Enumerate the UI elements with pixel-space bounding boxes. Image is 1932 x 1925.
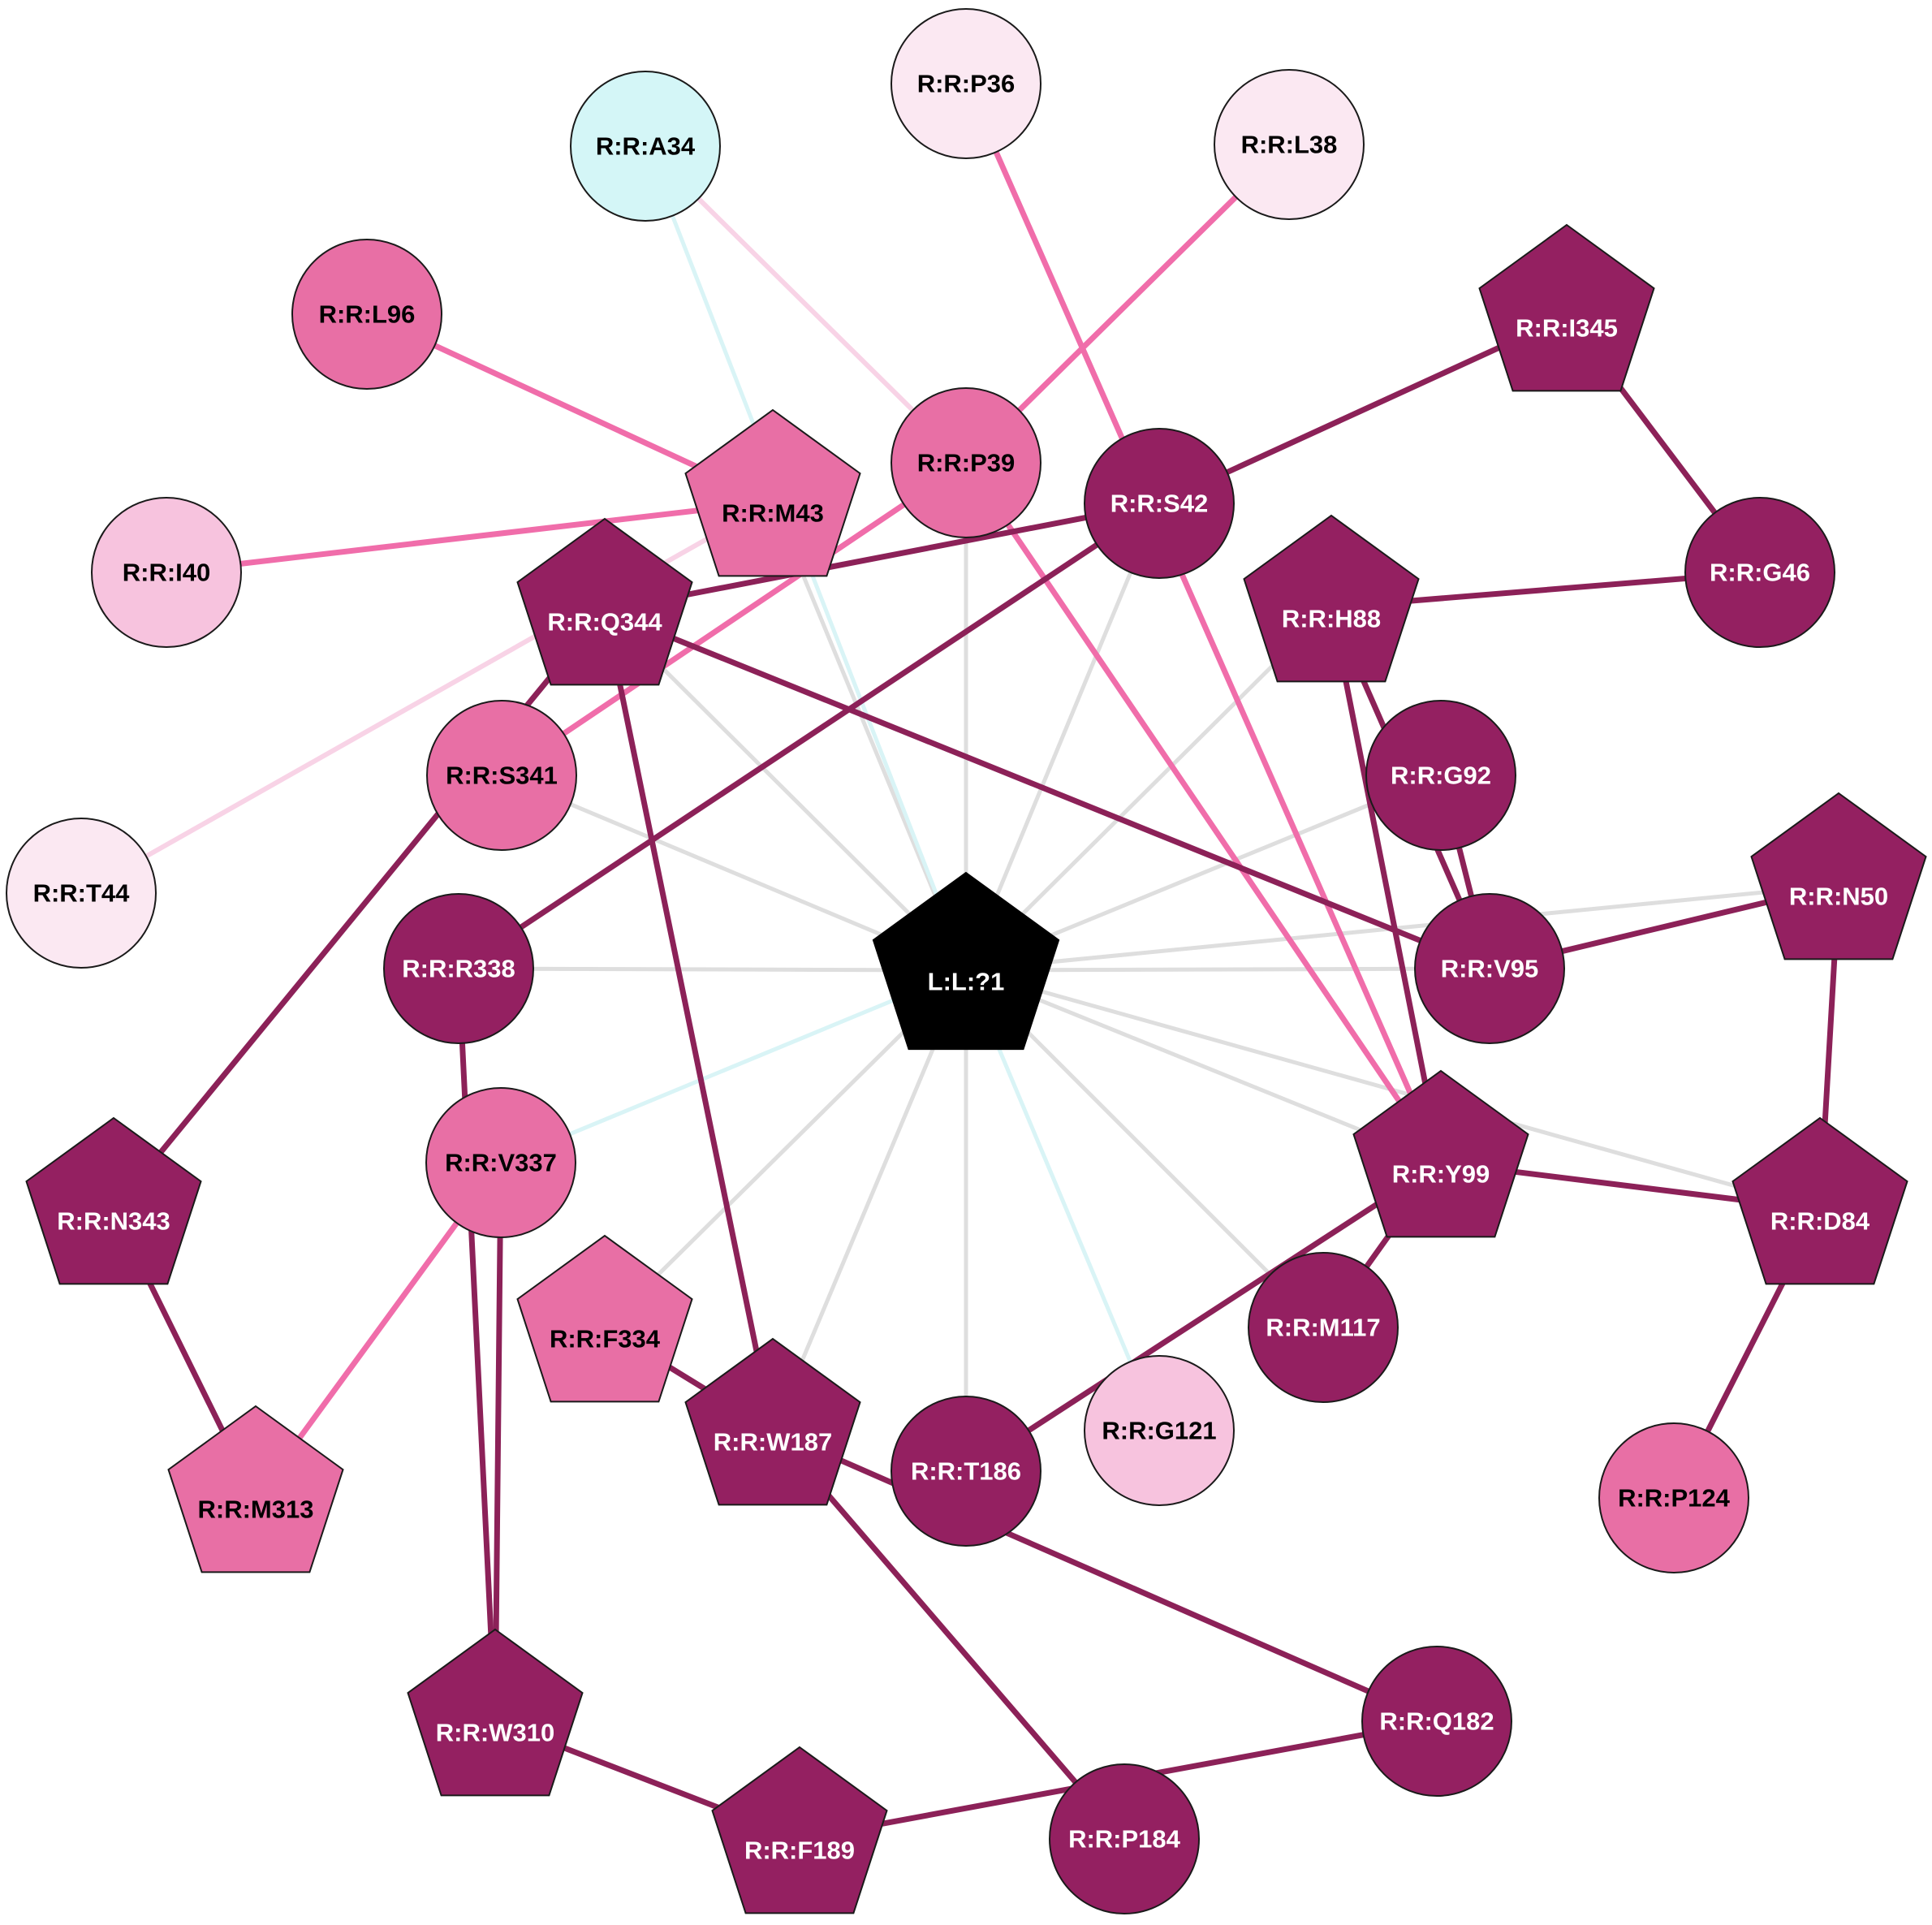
node-r-r-p184[interactable]: R:R:P184 — [1049, 1763, 1200, 1914]
edge-r-r-q344-r-r-w187 — [602, 607, 776, 1434]
node-shape-r-r-a34 — [570, 71, 721, 222]
edge-r-r-l38-r-r-p39 — [963, 141, 1292, 466]
node-r-r-p36[interactable]: R:R:P36 — [891, 8, 1041, 159]
node-r-r-n343[interactable]: R:R:N343 — [25, 1116, 202, 1285]
node-shape-r-r-l38 — [1214, 69, 1365, 220]
node-r-r-t186[interactable]: R:R:T186 — [891, 1396, 1041, 1547]
node-shape-r-r-w310 — [407, 1628, 584, 1797]
node-r-r-g121[interactable]: R:R:G121 — [1084, 1355, 1235, 1506]
node-r-r-a34[interactable]: R:R:A34 — [570, 71, 721, 222]
node-r-r-p39[interactable]: R:R:P39 — [891, 387, 1041, 538]
node-r-r-g46[interactable]: R:R:G46 — [1684, 497, 1835, 648]
edge-l-l-1-r-r-r338 — [456, 966, 968, 973]
node-shape-r-r-q344 — [516, 517, 693, 686]
node-r-r-w310[interactable]: R:R:W310 — [407, 1628, 584, 1797]
node-r-r-f189[interactable]: R:R:F189 — [711, 1746, 888, 1914]
node-r-r-p124[interactable]: R:R:P124 — [1598, 1422, 1749, 1573]
node-shape-r-r-f189 — [711, 1746, 888, 1914]
node-shape-r-r-p36 — [891, 8, 1041, 159]
edge-r-r-w187-r-r-p184 — [770, 1427, 1128, 1842]
node-shape-r-r-y99 — [1352, 1069, 1529, 1238]
node-r-r-q344[interactable]: R:R:Q344 — [516, 517, 693, 686]
node-r-r-l38[interactable]: R:R:L38 — [1214, 69, 1365, 220]
node-r-r-h88[interactable]: R:R:H88 — [1243, 514, 1420, 683]
edge-r-r-r338-r-r-w310 — [455, 965, 498, 1724]
node-shape-r-r-t44 — [6, 818, 157, 969]
node-shape-r-r-r338 — [383, 893, 534, 1044]
node-shape-r-r-m313 — [167, 1405, 344, 1573]
node-r-r-s42[interactable]: R:R:S42 — [1084, 428, 1235, 579]
node-r-r-n50[interactable]: R:R:N50 — [1750, 792, 1927, 960]
edge-l-l-1-r-r-n50 — [964, 883, 1841, 973]
node-shape-r-r-i40 — [91, 497, 242, 648]
node-r-r-m313[interactable]: R:R:M313 — [167, 1405, 344, 1573]
node-shape-r-r-f334 — [516, 1234, 693, 1403]
node-shape-r-r-h88 — [1243, 514, 1420, 683]
node-r-r-i345[interactable]: R:R:I345 — [1478, 223, 1655, 392]
node-shape-r-r-w187 — [684, 1337, 861, 1506]
node-r-r-d84[interactable]: R:R:D84 — [1731, 1116, 1908, 1285]
node-shape-r-r-m43 — [684, 408, 861, 577]
node-r-r-m117[interactable]: R:R:M117 — [1248, 1252, 1399, 1403]
node-r-r-v337[interactable]: R:R:V337 — [425, 1087, 576, 1238]
edge-r-r-p39-r-r-s341 — [498, 460, 969, 779]
node-shape-r-r-p39 — [891, 387, 1041, 538]
node-shape-l-l-1 — [872, 871, 1060, 1051]
node-r-r-i40[interactable]: R:R:I40 — [91, 497, 242, 648]
edge-r-r-w187-r-r-q182 — [770, 1427, 1440, 1724]
node-shape-r-r-q182 — [1361, 1646, 1512, 1797]
edge-r-r-i40-r-r-m43 — [163, 499, 776, 576]
edge-r-r-p36-r-r-y99 — [963, 80, 1444, 1166]
node-shape-r-r-n50 — [1750, 792, 1927, 960]
edge-l-l-1-r-r-q344 — [602, 608, 968, 973]
node-shape-r-r-g92 — [1365, 700, 1516, 851]
node-r-r-s341[interactable]: R:R:S341 — [426, 700, 577, 851]
node-shape-r-r-s341 — [426, 700, 577, 851]
node-r-r-y99[interactable]: R:R:Y99 — [1352, 1069, 1529, 1238]
edge-r-r-h88-r-r-y99 — [1328, 604, 1444, 1166]
node-shape-r-r-m117 — [1248, 1252, 1399, 1403]
edge-r-r-y99-r-r-t186 — [963, 1159, 1444, 1474]
edge-r-r-q344-r-r-v95 — [602, 607, 1493, 972]
node-shape-r-r-p124 — [1598, 1422, 1749, 1573]
node-shape-r-r-l96 — [291, 239, 442, 390]
node-l-l-1[interactable]: L:L:?1 — [872, 871, 1060, 1051]
node-shape-r-r-g121 — [1084, 1355, 1235, 1506]
node-r-r-g92[interactable]: R:R:G92 — [1365, 700, 1516, 851]
node-shape-r-r-p184 — [1049, 1763, 1200, 1914]
node-r-r-t44[interactable]: R:R:T44 — [6, 818, 157, 969]
node-shape-r-r-t186 — [891, 1396, 1041, 1547]
edge-r-r-v337-r-r-w310 — [492, 1159, 504, 1724]
node-r-r-m43[interactable]: R:R:M43 — [684, 408, 861, 577]
edge-l-l-1-r-r-v337 — [498, 968, 968, 1165]
node-shape-r-r-i345 — [1478, 223, 1655, 392]
edge-r-r-s42-r-r-r338 — [455, 500, 1162, 972]
edge-r-r-s42-r-r-q344 — [602, 500, 1162, 614]
edge-l-l-1-r-r-s42 — [964, 501, 1162, 973]
node-shape-r-r-g46 — [1684, 497, 1835, 648]
node-r-r-v95[interactable]: R:R:V95 — [1414, 893, 1565, 1044]
node-r-r-f334[interactable]: R:R:F334 — [516, 1234, 693, 1403]
node-r-r-w187[interactable]: R:R:W187 — [684, 1337, 861, 1506]
node-shape-r-r-d84 — [1731, 1116, 1908, 1285]
node-shape-r-r-v95 — [1414, 893, 1565, 1044]
node-r-r-l96[interactable]: R:R:L96 — [291, 239, 442, 390]
node-r-r-q182[interactable]: R:R:Q182 — [1361, 1646, 1512, 1797]
node-shape-r-r-n343 — [25, 1116, 202, 1285]
node-r-r-r338[interactable]: R:R:R338 — [383, 893, 534, 1044]
edge-l-l-1-r-r-h88 — [964, 605, 1334, 973]
node-shape-r-r-v337 — [425, 1087, 576, 1238]
node-shape-r-r-s42 — [1084, 428, 1235, 579]
